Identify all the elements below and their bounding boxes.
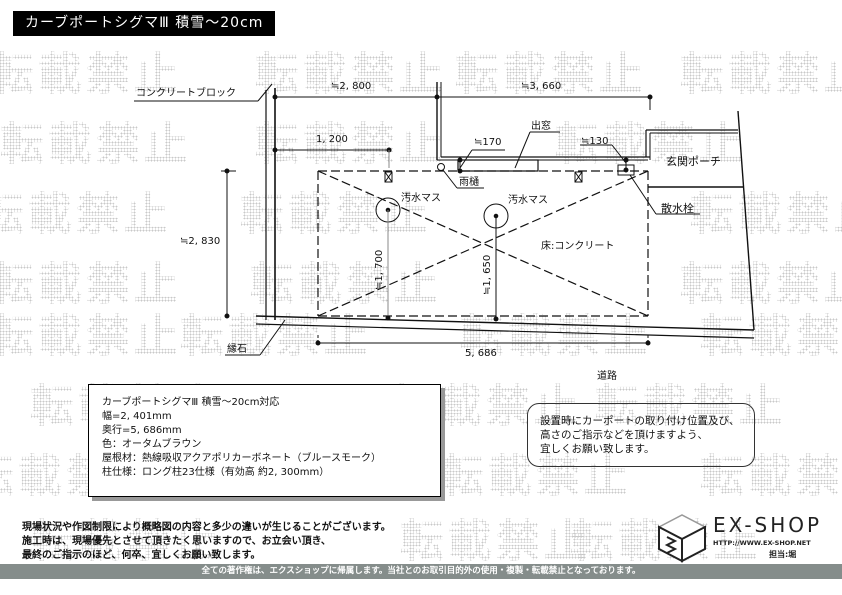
dimension-130: ≒130 — [581, 136, 609, 147]
disclaimer-line: 最終のご指示のほど、何卒、宜しくお願い致します。 — [22, 550, 261, 561]
disclaimer-line: 現場状況や作図制限により概略図の内容と多少の違いが生じることがございます。 — [22, 522, 391, 533]
label-road: 道路 — [597, 371, 617, 382]
disclaimer: 現場状況や作図制限により概略図の内容と多少の違いが生じることがございます。 施工… — [22, 521, 391, 563]
note-line: 設置時にカーポートの取り付け位置及び、 — [540, 415, 740, 427]
label-rain-gutter: 雨樋 — [459, 177, 479, 188]
spec-roof-material: 屋根材：熱線吸収アクアポリカーボネート（ブルースモーク） — [102, 453, 381, 464]
dimension-1650: ≒1, 650 — [482, 254, 493, 295]
spec-post: 柱仕様：ロング柱23仕様（有効高 約2, 300mm） — [102, 467, 330, 478]
dimension-width-5686: 5, 686 — [465, 348, 497, 359]
logo-name: EX-SHOP — [713, 513, 823, 537]
disclaimer-line: 施工時は、現場優先とさせて頂きたく思いますので、お立会い頂き、 — [22, 536, 331, 547]
spec-product-name: カーブポートシグマⅢ 積雪～20cm対応 — [102, 397, 280, 408]
dimension-height-2830: ≒2, 830 — [180, 236, 221, 247]
logo-url: HTTP://WWW.EX-SHOP.NET — [713, 539, 811, 547]
note-line: 宜しくお願い致します。 — [540, 443, 655, 455]
label-curb-stone: 縁石 — [227, 344, 247, 355]
dimension-170: ≒170 — [474, 137, 502, 148]
note-line: 高さのご指示などを頂けますよう、 — [540, 429, 708, 441]
spec-color: 色：オータムブラウン — [102, 439, 202, 450]
installation-note-box: 設置時にカーポートの取り付け位置及び、 高さのご指示などを頂けますよう、 宜しく… — [527, 403, 755, 467]
ex-shop-logo: EX-SHOP HTTP://WWW.EX-SHOP.NET 担当:堀 — [655, 509, 825, 564]
spec-depth: 奥行=5, 686mm — [102, 425, 182, 436]
dimension-1700: ≒1, 700 — [374, 249, 385, 290]
label-bay-window: 出窓 — [531, 121, 551, 132]
label-concrete-block: コンクリートブロック — [136, 88, 236, 99]
dimension-1200: 1, 200 — [316, 134, 348, 145]
staff-name: 担当:堀 — [769, 550, 797, 559]
product-spec-box: カーブポートシグマⅢ 積雪～20cm対応 幅=2, 401mm 奥行=5, 68… — [88, 384, 441, 497]
drawing-title: カーブポートシグマⅢ 積雪～20cm対応 — [13, 11, 275, 56]
label-floor-concrete: 床:コンクリート — [541, 241, 615, 252]
label-sewer-box-1: 汚水マス — [401, 193, 441, 204]
spec-width: 幅=2, 401mm — [102, 411, 172, 422]
dimension-top-left: ≒2, 800 — [331, 81, 372, 92]
copyright-footer: 全ての著作権は、エクスショップに帰属します。当社とのお取引目的外の使用・複製・転… — [0, 564, 842, 579]
cube-logo-icon — [657, 514, 707, 563]
label-sprinkler-valve: 散水栓 — [661, 202, 694, 215]
label-entrance-porch: 玄関ポーチ — [666, 155, 721, 168]
label-sewer-box-2: 汚水マス — [508, 195, 548, 206]
dimension-top-right: ≒3, 660 — [521, 81, 562, 92]
